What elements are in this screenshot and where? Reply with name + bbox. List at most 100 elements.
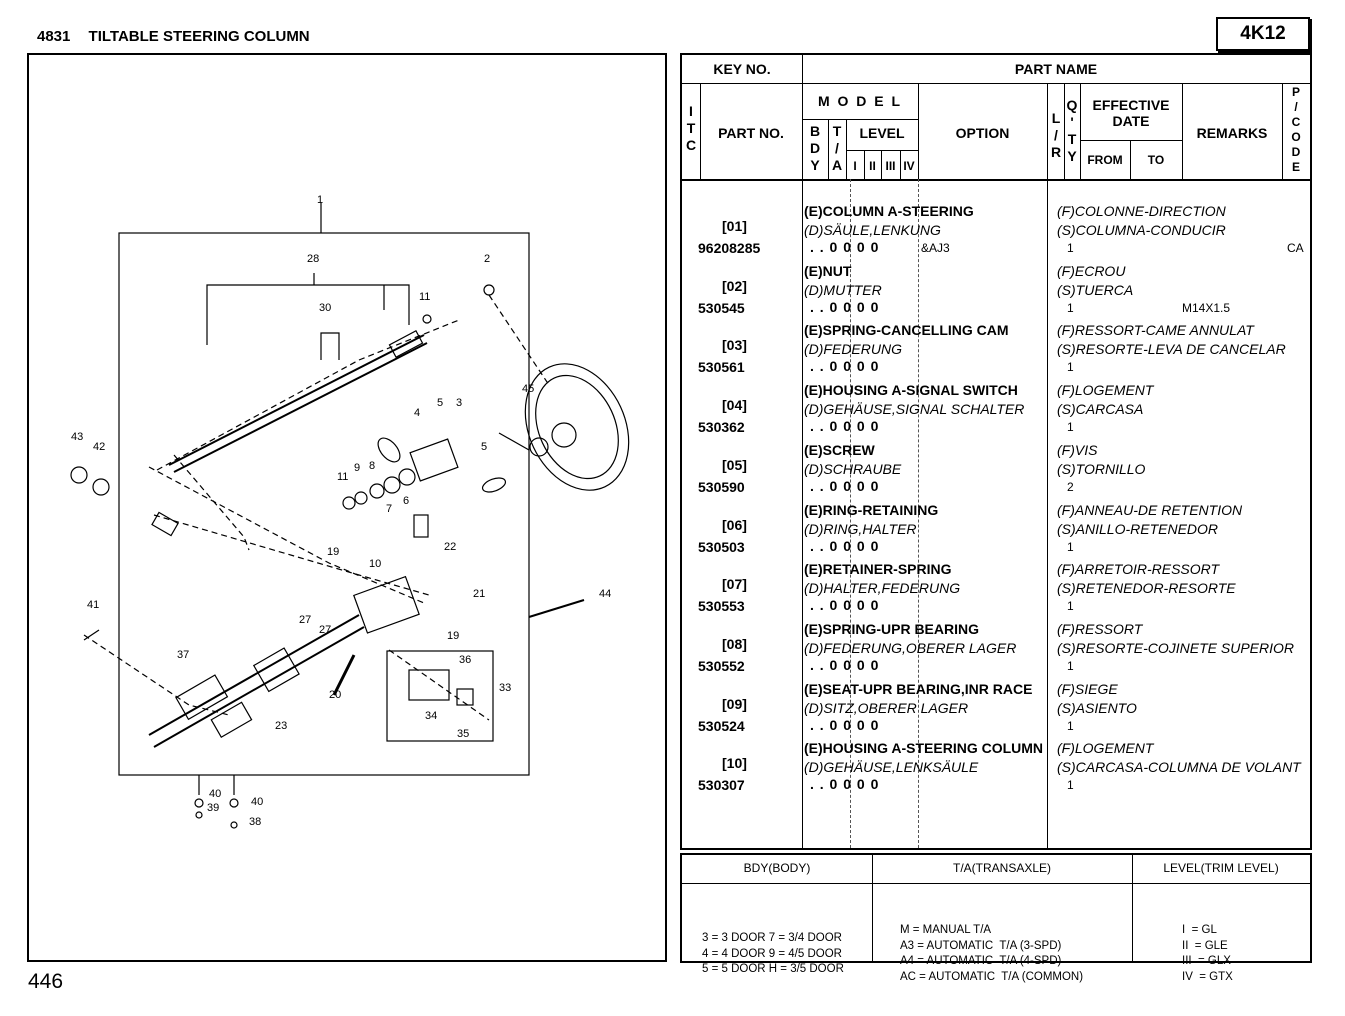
- part-name-spanish: (S)TORNILLO: [1057, 460, 1146, 477]
- option-header: OPTION: [955, 125, 1010, 141]
- model-applicability: . . 0 0 0 0: [810, 716, 880, 733]
- callout-label: 42: [93, 441, 105, 453]
- callout-label: 1: [317, 194, 323, 206]
- legend-ta-title: T/A(TRANSAXLE): [952, 861, 1051, 875]
- part-name-german: (D)SCHRAUBE: [804, 460, 902, 477]
- part-name-german: (D)GEHÄUSE,LENKSÄULE: [804, 759, 979, 776]
- quantity: 1: [1067, 420, 1074, 435]
- callout-label: 7: [386, 503, 392, 515]
- part-number: 530590: [698, 478, 745, 495]
- header-bottom-rule: [682, 179, 1310, 181]
- callout-label: 45: [522, 383, 534, 395]
- part-number: 530553: [698, 598, 745, 615]
- part-name-spanish: (S)RESORTE-COJINETE SUPERIOR: [1057, 639, 1294, 656]
- callout-label: 20: [329, 689, 341, 701]
- callout-label: 34: [425, 710, 437, 722]
- part-name-french: (F)ANNEAU-DE RETENTION: [1057, 501, 1243, 518]
- part-name-french: (F)ECROU: [1057, 262, 1126, 279]
- model-applicability: . . 0 0 0 0: [810, 477, 880, 494]
- quantity: 1: [1067, 718, 1074, 733]
- key-number: [08]: [722, 635, 747, 652]
- model-applicability: . . 0 0 0 0: [810, 418, 880, 435]
- model-header: M O D E L: [817, 93, 903, 109]
- part-number: 530561: [698, 359, 745, 376]
- group-code-box: 4K12: [1216, 17, 1310, 51]
- legend-box: BDY(BODY) T/A(TRANSAXLE) LEVEL(TRIM LEVE…: [680, 853, 1312, 983]
- level-col-2: II: [869, 159, 876, 173]
- callout-label: 37: [177, 649, 189, 661]
- callout-label: 11: [419, 291, 430, 303]
- part-name-french: (F)RESSORT: [1057, 620, 1143, 637]
- part-number: 530524: [698, 717, 745, 734]
- callout-label: 10: [369, 558, 381, 570]
- part-name-english: (E)SCREW: [804, 441, 875, 458]
- key-number: [01]: [722, 218, 747, 234]
- model-applicability: . . 0 0 0 0: [810, 537, 880, 554]
- callout-label: 30: [319, 302, 331, 314]
- part-name-english: (E)SPRING-UPR BEARING: [804, 620, 980, 637]
- part-name-german: (D)FEDERUNG,OBERER LAGER: [804, 639, 1017, 656]
- quantity: 1: [1067, 241, 1074, 255]
- part-name-spanish: (S)CARCASA: [1057, 401, 1144, 418]
- part-name-french: (F)ARRETOIR-RESSORT: [1057, 561, 1220, 578]
- part-name-english: (E)SPRING-CANCELLING CAM: [804, 322, 1009, 339]
- part-name-german: (D)RING,HALTER: [804, 520, 917, 537]
- quantity: 1: [1067, 599, 1074, 614]
- callout-label: 22: [444, 541, 456, 553]
- part-name-header: PART NAME: [1014, 61, 1098, 77]
- part-name-french: (F)VIS: [1057, 441, 1098, 458]
- part-name-spanish: (S)CARCASA-COLUMNA DE VOLANT: [1057, 759, 1301, 776]
- callout-label: 35: [457, 728, 469, 740]
- callout-label: 5: [481, 441, 487, 453]
- key-number: [03]: [722, 337, 747, 354]
- quantity: 1: [1067, 300, 1074, 315]
- callout-label: 40: [209, 788, 221, 800]
- part-name-german: (D)SÄULE,LENKUNG: [804, 222, 941, 238]
- callout-label: 23: [275, 720, 287, 732]
- page-number: 446: [28, 970, 64, 993]
- part-name-spanish: (S)RETENEDOR-RESORTE: [1057, 580, 1236, 597]
- part-name-english: (E)RING-RETAINING: [804, 501, 939, 518]
- callout-label: 2: [484, 253, 490, 265]
- level-header: LEVEL: [859, 125, 905, 141]
- model-applicability: . . 0 0 0 0: [810, 298, 880, 315]
- key-number: [04]: [722, 397, 747, 414]
- part-name-english: (E)SEAT-UPR BEARING,INR RACE: [804, 680, 1033, 697]
- key-number: [09]: [722, 695, 747, 712]
- from-header: FROM: [1087, 153, 1123, 167]
- part-name-english: (E)HOUSING A-SIGNAL SWITCH: [804, 382, 1018, 399]
- callout-label: 11: [337, 471, 348, 483]
- part-name-spanish: (S)TUERCA: [1057, 281, 1134, 298]
- part-name-french: (F)LOGEMENT: [1057, 740, 1154, 757]
- callout-label: 41: [87, 599, 99, 611]
- callout-label: 27: [319, 624, 331, 636]
- to-header: TO: [1147, 153, 1165, 167]
- assembly-boundary: [118, 232, 530, 776]
- quantity: 1: [1067, 360, 1074, 375]
- callout-label: 9: [354, 462, 360, 474]
- callout-label: 27: [299, 614, 311, 626]
- model-applicability: . . 0 0 0 0: [810, 358, 880, 375]
- part-name-french: (F)RESSORT-CAME ANNULAT: [1057, 322, 1254, 339]
- part-name-german: (D)FEDERUNG: [804, 341, 902, 358]
- callout-label: 28: [307, 253, 319, 265]
- section-number: 4831: [37, 28, 71, 45]
- part-name-english: (E)HOUSING A-STEERING COLUMN: [804, 740, 1044, 757]
- option-code: &AJ3: [921, 241, 950, 255]
- part-name-spanish: (S)ANILLO-RETENEDOR: [1057, 520, 1219, 537]
- model-applicability: . . 0 0 0 0: [810, 597, 880, 614]
- part-name-english: (E)RETAINER-SPRING: [804, 561, 952, 578]
- part-name-french: (F)SIEGE: [1057, 680, 1118, 697]
- part-name-german: (D)GEHÄUSE,SIGNAL SCHALTER: [804, 401, 1025, 418]
- callout-label: 5: [437, 397, 443, 409]
- key-number: [05]: [722, 456, 747, 473]
- remarks: M14X1.5: [1182, 300, 1231, 315]
- key-number: [06]: [722, 516, 747, 533]
- effective-date-header: EFFECTIVE DATE: [1092, 97, 1170, 129]
